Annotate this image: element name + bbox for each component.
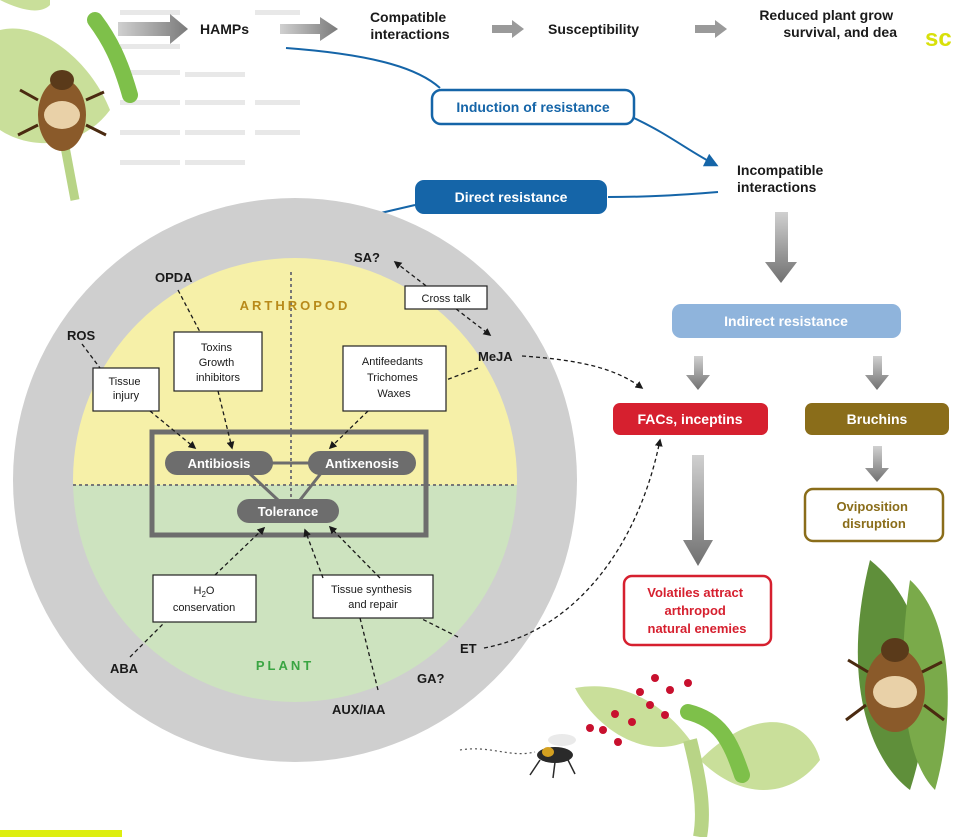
h2o-to-tolerance-arrow xyxy=(214,526,266,576)
et-label: ET xyxy=(460,641,477,656)
indirect-resistance-box xyxy=(672,304,901,338)
caterpillar-icon xyxy=(87,12,138,103)
antixenosis-label: Antixenosis xyxy=(325,456,399,471)
indirect-to-bruchins-arrow xyxy=(865,356,889,390)
induction-label: Induction of resistance xyxy=(456,99,609,115)
susceptibility-label: Susceptibility xyxy=(548,21,639,37)
tissue-injury-box xyxy=(92,367,160,412)
tissue-synthesis-label: Tissue synthesis and repair xyxy=(331,584,415,611)
oviposition-label: Oviposition disruption xyxy=(836,499,911,531)
et-to-synthesis-arrow xyxy=(419,617,459,638)
flow-arrow-2 xyxy=(280,17,338,41)
top-left-illustration xyxy=(0,0,300,201)
antibiosis-tolerance-link xyxy=(246,470,280,502)
ros-label: ROS xyxy=(67,328,96,343)
leaf-icon xyxy=(575,686,690,747)
bean-weevil-icon xyxy=(845,638,945,732)
resistance-circle: ARTHROPOD PLANT Antibiosis Antixenosis T… xyxy=(13,198,663,762)
compatible-label: Compatible interactions xyxy=(370,9,450,42)
tissue-synthesis-box xyxy=(312,574,434,619)
meja-label: MeJA xyxy=(478,349,513,364)
ros-to-tissue-arrow xyxy=(81,343,101,369)
signal-arrows xyxy=(81,261,663,691)
induction-curve xyxy=(285,47,441,89)
synthesis-to-tolerance-arrow xyxy=(303,528,324,579)
antifeedants-label: Antifeedants Trichomes Waxes xyxy=(362,356,426,400)
plant-label: PLANT xyxy=(256,658,314,673)
opda-to-toxins-arrow xyxy=(177,289,201,333)
facs-label: FACs, inceptins xyxy=(637,411,742,427)
direct-resistance-box xyxy=(415,180,607,214)
induction-box xyxy=(430,88,636,126)
hamps-label: HAMPs xyxy=(200,21,249,37)
cross-talk-label: Cross talk xyxy=(422,293,471,305)
volatiles-label: Volatiles attract arthropod natural enem… xyxy=(647,585,746,636)
tissue-injury-label: Tissue injury xyxy=(108,376,143,402)
yellow-accent-bar xyxy=(0,830,122,837)
antixenosis-tolerance-link xyxy=(298,471,324,501)
et-to-tolerance-arrow xyxy=(328,525,381,579)
toxins-label: Toxins Growth inhibitors xyxy=(196,342,241,384)
arthropod-label: ARTHROPOD xyxy=(240,298,351,313)
bean-weevil-icon xyxy=(17,70,107,151)
indirect-resistance-label: Indirect resistance xyxy=(724,313,848,329)
antifeedants-to-antixenosis-arrow xyxy=(328,410,369,450)
wasp-flight-trail xyxy=(459,748,536,755)
bruchins-label: Bruchins xyxy=(847,411,908,427)
bean-pod-icon xyxy=(903,580,948,790)
incompatible-to-direct-arrow xyxy=(607,191,719,198)
bottom-plant-illustration xyxy=(459,674,820,837)
antibiosis-label: Antibiosis xyxy=(188,456,251,471)
meja-to-antifeedants-arrow xyxy=(445,367,479,381)
h2o-conservation-box xyxy=(152,574,257,623)
caterpillar-icon xyxy=(680,704,750,783)
direct-resistance-label: Direct resistance xyxy=(455,189,568,205)
incompatible-to-indirect-arrow xyxy=(765,212,797,283)
central-resistance-frame xyxy=(149,429,429,538)
oviposition-box xyxy=(803,487,945,543)
cross-talk-box xyxy=(404,285,488,310)
tolerance-label: Tolerance xyxy=(258,504,318,519)
flow-arrow-1 xyxy=(118,14,188,44)
conservation-label: conservation xyxy=(173,602,235,614)
leaf-icon xyxy=(0,0,50,11)
indirect-to-facs-arrow xyxy=(686,356,710,390)
et-to-facs-arrow xyxy=(483,438,663,649)
corner-text-fragment: sc xyxy=(925,25,952,52)
bruchins-box xyxy=(805,403,949,435)
bean-pod-illustration xyxy=(845,560,948,790)
flow-arrow-4 xyxy=(695,20,727,38)
faint-background-text-lines xyxy=(120,10,300,165)
facs-box xyxy=(613,403,768,435)
incompatible-label: Incompatible interactions xyxy=(737,162,827,195)
antibiosis-pill xyxy=(165,451,273,475)
tissue-to-antibiosis-arrow xyxy=(149,410,197,449)
aba-to-h2o-arrow xyxy=(129,621,166,658)
toxins-box xyxy=(173,331,263,392)
facs-to-volatiles-arrow xyxy=(683,455,713,566)
flow-arrow-3 xyxy=(492,20,524,38)
antixenosis-pill xyxy=(308,451,416,475)
antifeedants-box xyxy=(342,345,447,412)
volatiles-box xyxy=(622,574,773,647)
bruchins-to-oviposition-arrow xyxy=(865,446,889,482)
toxins-to-antibiosis-arrow xyxy=(217,390,235,450)
plant-stem-icon xyxy=(683,738,709,837)
tolerance-pill xyxy=(237,499,339,523)
aux-to-synthesis-arrow xyxy=(359,617,379,691)
aba-label: ABA xyxy=(110,661,139,676)
induction-to-incompatible-arrow xyxy=(633,117,719,167)
reduced-growth-label: Reduced plant grow survival, and dea xyxy=(759,7,897,40)
ga-label: GA? xyxy=(417,671,445,686)
meja-to-facs-arrow xyxy=(521,355,644,389)
h2o-label: H2O xyxy=(194,585,215,599)
volatile-dots xyxy=(586,674,692,746)
wasp-icon xyxy=(529,734,576,779)
aux-label: AUX/IAA xyxy=(332,702,386,717)
sa-label: SA? xyxy=(354,250,380,265)
top-flow: HAMPs Compatible interactions Susceptibi… xyxy=(118,7,952,52)
opda-label: OPDA xyxy=(155,270,193,285)
